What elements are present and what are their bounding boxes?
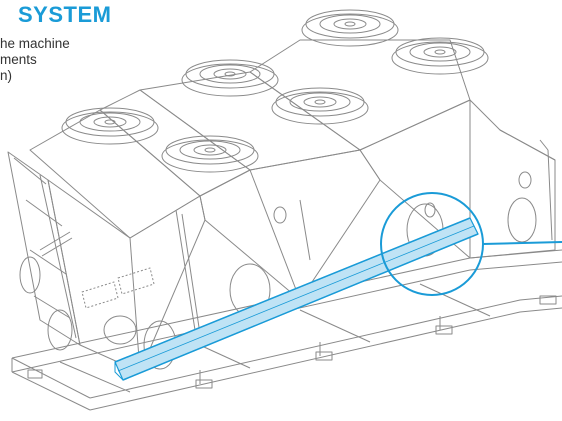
fan-5	[301, 9, 399, 47]
page-title: SYSTEM	[18, 2, 112, 27]
highlighted-beam	[114, 217, 479, 381]
fan-6	[391, 37, 489, 75]
housing-module-right	[249, 39, 556, 259]
fan-2	[161, 135, 259, 173]
description-line: he machine	[0, 36, 70, 51]
fan-1	[61, 107, 159, 145]
description-line: ments	[0, 52, 37, 67]
fan-3	[181, 59, 279, 97]
left-end-panel	[7, 151, 81, 351]
description-text: he machine ments n)	[0, 36, 70, 84]
housing-module-left	[29, 109, 206, 373]
description-line: n)	[0, 68, 13, 83]
fan-array	[61, 9, 489, 173]
fan-4	[271, 87, 369, 125]
base-frame	[11, 249, 562, 411]
detail-callout	[380, 192, 562, 296]
